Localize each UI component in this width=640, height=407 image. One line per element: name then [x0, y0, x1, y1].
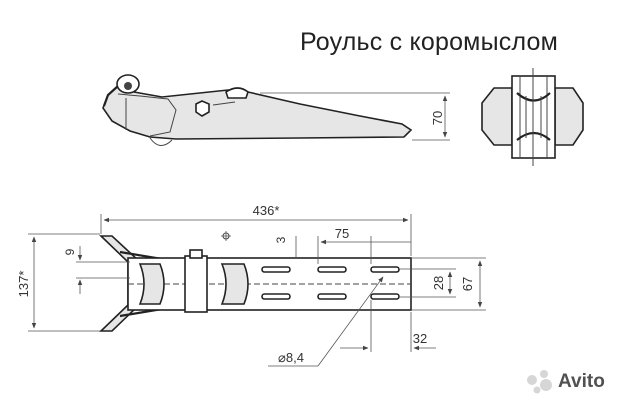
dim-overall-length: 436* — [100, 203, 412, 256]
label-8-4: ⌀8,4 — [278, 350, 304, 365]
dim-height-side: 70 — [260, 92, 450, 141]
dim-slot-pitch: 75 — [317, 226, 411, 264]
label-70: 70 — [430, 111, 445, 125]
end-view — [481, 68, 584, 166]
label-28: 28 — [431, 276, 446, 290]
label-75: 75 — [335, 226, 349, 241]
drawing-title: Роульс с коромыслом — [300, 28, 558, 56]
dim-hole-diameter: ⌀8,4 — [268, 276, 384, 367]
label-137: 137* — [16, 271, 31, 298]
side-view — [102, 74, 413, 146]
label-9: 9 — [63, 248, 77, 255]
label-67: 67 — [460, 277, 475, 291]
avito-watermark-text: Avito — [558, 371, 605, 392]
dim-overall-width: 137* — [16, 233, 100, 332]
dim-slot-offset: 3 — [274, 236, 297, 258]
label-436: 436* — [253, 203, 280, 218]
label-3: 3 — [274, 236, 288, 243]
dim-end-offset: 32 — [340, 300, 436, 352]
avito-watermark: Avito — [527, 370, 605, 394]
dim-top-offset: 9 — [63, 246, 130, 294]
dim-body-width: 67 — [412, 257, 486, 311]
label-32: 32 — [413, 331, 427, 346]
top-view — [99, 231, 412, 332]
dim-slot-spacing: 28 — [400, 268, 456, 298]
